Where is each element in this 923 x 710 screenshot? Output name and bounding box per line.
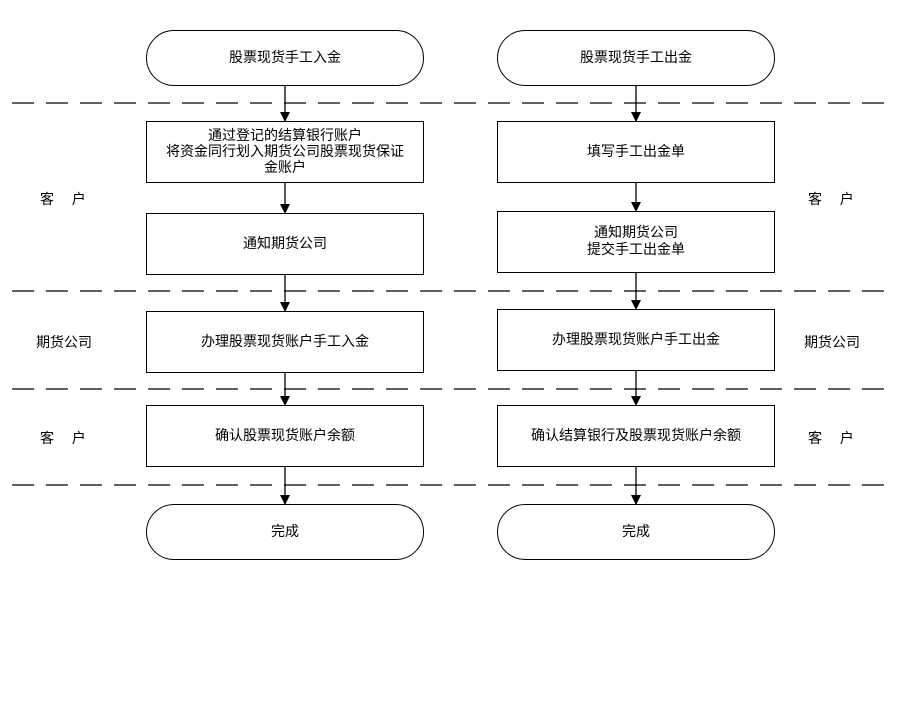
right-start-terminal: 股票现货手工出金 [497, 30, 775, 86]
left-lane-label-customer-2: 客 户 [40, 431, 86, 447]
right-step-process-withdrawal: 办理股票现货账户手工出金 [497, 309, 775, 371]
left-step-bank-transfer: 通过登记的结算银行账户 将资金同行划入期货公司股票现货保证 金账户 [146, 121, 424, 183]
right-lane-label-futures-company: 期货公司 [804, 335, 860, 351]
right-step-fill-form: 填写手工出金单 [497, 121, 775, 183]
left-start-terminal: 股票现货手工入金 [146, 30, 424, 86]
right-end-terminal: 完成 [497, 504, 775, 560]
right-step-submit-form: 通知期货公司 提交手工出金单 [497, 211, 775, 273]
left-lane-label-customer: 客 户 [40, 192, 86, 208]
right-lane-label-customer: 客 户 [808, 192, 854, 208]
left-end-terminal: 完成 [146, 504, 424, 560]
left-step-confirm-balance: 确认股票现货账户余额 [146, 405, 424, 467]
right-lane-label-customer-2: 客 户 [808, 431, 854, 447]
right-step-confirm-balance: 确认结算银行及股票现货账户余额 [497, 405, 775, 467]
left-lane-label-futures-company: 期货公司 [36, 335, 92, 351]
left-step-process-deposit: 办理股票现货账户手工入金 [146, 311, 424, 373]
left-step-notify-company: 通知期货公司 [146, 213, 424, 275]
